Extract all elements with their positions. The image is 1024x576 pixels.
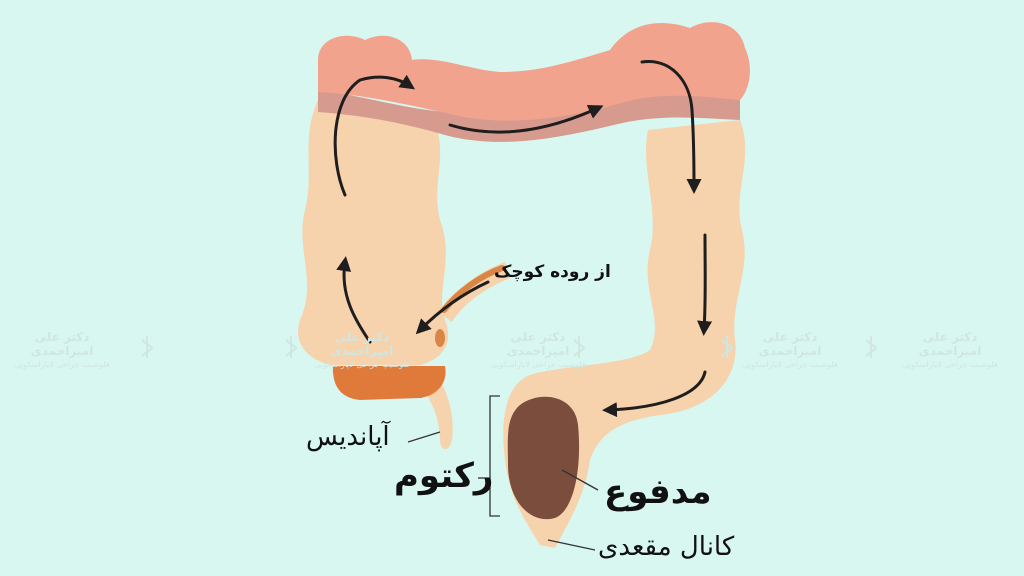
leader-lines — [407, 395, 599, 551]
watermark-5: دکتر علی امیراحمدی فلوشیپ جراحی لاپاراسک… — [902, 330, 998, 369]
caduceus-icon — [865, 336, 878, 358]
stool — [507, 396, 580, 520]
transverse-colon — [318, 22, 750, 121]
arrow-descending-top — [640, 60, 702, 194]
arrow-transverse — [448, 104, 604, 134]
caduceus-icon — [141, 336, 154, 358]
arrow-sigmoid — [602, 370, 707, 418]
watermark-2: دکتر علی امیراحمدی فلوشیپ جراحی لاپاراسک… — [314, 330, 410, 369]
label-appendix: آپاندیس — [306, 422, 390, 452]
caduceus-icon — [721, 336, 734, 358]
flow-arrows — [333, 60, 713, 418]
caduceus-icon — [573, 336, 586, 358]
label-from-small-intestine: از روده کوچک — [494, 262, 611, 282]
arrow-up-ascending — [336, 256, 372, 344]
appendix — [420, 380, 453, 449]
caduceus-icon — [285, 336, 298, 358]
label-stool: مدفوع — [604, 472, 712, 512]
label-anal-canal: کانال مقعدی — [598, 532, 735, 562]
watermark-4: دکتر علی امیراحمدی فلوشیپ جراحی لاپاراسک… — [742, 330, 838, 369]
arrow-ascending-top — [333, 74, 415, 197]
arrow-small-intestine — [415, 280, 490, 335]
label-rectum: رکتوم — [394, 456, 494, 496]
watermark-3: دکتر علی امیراحمدی فلوشیپ جراحی لاپاراسک… — [490, 330, 586, 369]
watermark-1: دکتر علی امیراحمدی فلوشیپ جراحی لاپاراسک… — [14, 330, 110, 369]
small-intestine-entry — [438, 262, 510, 322]
arrow-descending-mid — [697, 233, 713, 336]
cecum-contents — [332, 366, 446, 400]
